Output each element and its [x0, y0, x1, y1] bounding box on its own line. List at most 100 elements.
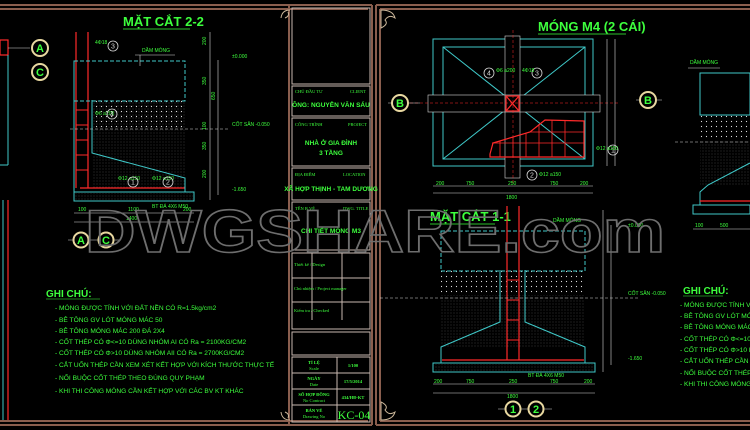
- level-label: CỐT SÂN -0.050: [628, 290, 666, 297]
- axis-bubble-b-right: B: [636, 91, 662, 109]
- axis-bubble-2: 2: [527, 400, 545, 418]
- date-label: NGÀY: [307, 376, 321, 381]
- axis-bubble-a: A: [68, 231, 120, 249]
- note-item: - CẮT UỐN THÉP CẦN XEM XÉT KẾT HỢP VỚI K…: [55, 359, 275, 369]
- note-item: - CẮT UỐN THÉP CẦN XE: [680, 355, 750, 365]
- dimension-text: 100: [695, 223, 704, 229]
- dimension-text: 500: [720, 223, 729, 229]
- project-label-en: PROJECT: [348, 122, 367, 127]
- svg-text:750: 750: [466, 379, 475, 385]
- svg-text:1: 1: [611, 148, 615, 155]
- section-1-1-title: MẶT CẮT 1-1: [430, 209, 511, 224]
- note-item: - CỐT THÉP CÓ Φ<=10 DÙNG NHÓM AI CÓ Ra =…: [55, 336, 247, 346]
- svg-text:4: 4: [487, 71, 491, 78]
- plan-dimension-texts: 200 750 250 750 200 1800: [436, 181, 589, 201]
- beam-label: DẦM MÓNG: [142, 47, 170, 54]
- section-2-2-title: MẶT CẮT 2-2: [123, 14, 204, 29]
- plan-m4-title: MÓNG M4 (2 CÁI): [538, 19, 646, 34]
- project-label: CÔNG TRÌNH: [295, 122, 323, 127]
- right-partial-section[interactable]: [675, 67, 750, 230]
- section-2-2-drawing[interactable]: [70, 32, 230, 223]
- svg-text:200: 200: [183, 207, 192, 213]
- rebar-tag: 2: [526, 169, 538, 181]
- watermark: DWGSHARE.com: [85, 198, 665, 265]
- svg-text:350: 350: [202, 141, 208, 150]
- date-label-en: Date: [310, 382, 319, 387]
- note-item: - NỐI BUỘC CỐT THÉP THEO ĐÚNG QUY PHẠM: [55, 372, 205, 382]
- svg-text:200: 200: [202, 36, 208, 45]
- lean-concrete-label: BT ĐÁ 4X6 M50: [152, 203, 188, 210]
- rebar-label: 4Φ18: [522, 68, 535, 74]
- section-1-1-drawing[interactable]: [380, 206, 640, 394]
- level-label: CỐT SÂN -0.050: [232, 121, 270, 128]
- rebar-tag: 1: [127, 176, 139, 188]
- drawing-title-label: TÊN B.VẼ: [295, 206, 315, 211]
- rebar-label: 4Φ18: [95, 40, 108, 46]
- rebar-label: Φ6 a200: [496, 68, 516, 74]
- drawing-title-value: CHI TIẾT MÓNG M3: [301, 225, 361, 235]
- signature-label: Kiểm tra / Checked: [294, 308, 330, 313]
- note-item: - KHI THI CÔNG MÓNG CẦ: [680, 378, 750, 388]
- svg-text:200: 200: [434, 379, 443, 385]
- note-item: - CỐT THÉP CÓ Φ>10 DÙ: [680, 344, 750, 354]
- note-item: - BÊ TÔNG GV LÓT MÓNG MÁC 50: [55, 315, 163, 324]
- svg-text:1100: 1100: [128, 207, 139, 213]
- svg-text:100: 100: [78, 207, 87, 213]
- contract-label-en: No Contract: [303, 398, 326, 403]
- notes-list: - MÓNG ĐƯỢC TÍNH VỚI ĐẤT - BÊ TÔNG GV LÓ…: [680, 299, 750, 388]
- note-item: - MÓNG ĐƯỢC TÍNH VỚI ĐẤT: [680, 299, 750, 309]
- svg-text:2: 2: [533, 404, 539, 416]
- client-value: ÔNG: NGUYỄN VĂN SÁU: [292, 100, 370, 109]
- corner-ornament-icon: [280, 9, 396, 421]
- level-label: ±0.000: [628, 223, 643, 229]
- scale-label-en: Scale: [309, 366, 319, 371]
- svg-text:C: C: [102, 235, 110, 247]
- signature-label: Thiết kế / Design: [294, 262, 326, 267]
- svg-text:B: B: [396, 98, 404, 110]
- level-label: -1.650: [628, 356, 642, 362]
- axis-bubble-c: C: [97, 231, 115, 249]
- axis-bubble-a-top: A: [31, 39, 49, 57]
- rebar-tag: 2: [162, 176, 174, 188]
- client-label: CHỦ ĐẦU TƯ: [295, 89, 323, 94]
- svg-text:3: 3: [111, 44, 115, 51]
- notes-title: GHI CHÚ:: [46, 287, 92, 300]
- location-label-en: LOCATION: [343, 172, 366, 177]
- beam-label: DẦM MÓNG: [553, 217, 581, 224]
- svg-text:200: 200: [436, 181, 445, 187]
- svg-text:A: A: [36, 43, 44, 55]
- rebar-label: Φ12 a150: [539, 172, 561, 178]
- note-item: - NỐI BUỘC CỐT THÉP TH: [680, 367, 750, 377]
- left-partial-section[interactable]: [0, 39, 30, 420]
- svg-text:2: 2: [530, 173, 534, 180]
- left-sheet-frame: [0, 4, 373, 426]
- title-block: [291, 7, 371, 423]
- location-value: XÃ HỢP THỊNH - TAM DƯƠNG: [284, 184, 378, 193]
- section-dimension-texts: 200 750 250 750 200 1800: [434, 379, 593, 400]
- svg-text:650: 650: [211, 91, 217, 100]
- rebar-tag: 4: [106, 108, 118, 120]
- svg-text:1: 1: [510, 404, 516, 416]
- rebar-tag: 1: [607, 144, 619, 156]
- svg-text:100: 100: [202, 121, 208, 130]
- right-sheet-frame: [375, 4, 750, 426]
- location-label: ĐỊA ĐIỂM: [295, 172, 315, 177]
- level-label: ±0.000: [232, 54, 247, 60]
- svg-text:750: 750: [466, 181, 475, 187]
- rebar-tag: 3: [107, 40, 119, 52]
- note-item: - MÓNG ĐƯỢC TÍNH VỚI ĐẤT NỀN CÓ R=1.5kg/…: [55, 302, 217, 312]
- notes-title: GHI CHÚ:: [683, 284, 729, 297]
- foundation-plan-m4[interactable]: [410, 30, 620, 194]
- lean-concrete-label: BT ĐÁ 4X6 M50: [528, 372, 564, 379]
- contract-value: 434/HĐ-KT: [342, 395, 365, 400]
- beam-label: DẦM MÓNG: [690, 59, 718, 66]
- date-value: 17/5/2014: [344, 379, 363, 384]
- svg-text:1800: 1800: [506, 195, 517, 201]
- svg-text:1400: 1400: [126, 216, 137, 222]
- svg-text:B: B: [644, 95, 652, 107]
- drawing-no-label: BẢN VẼ: [306, 408, 323, 413]
- svg-text:200: 200: [202, 169, 208, 178]
- signature-label: Chủ nhiệm / Project manager: [294, 286, 347, 291]
- svg-text:1800: 1800: [507, 394, 518, 400]
